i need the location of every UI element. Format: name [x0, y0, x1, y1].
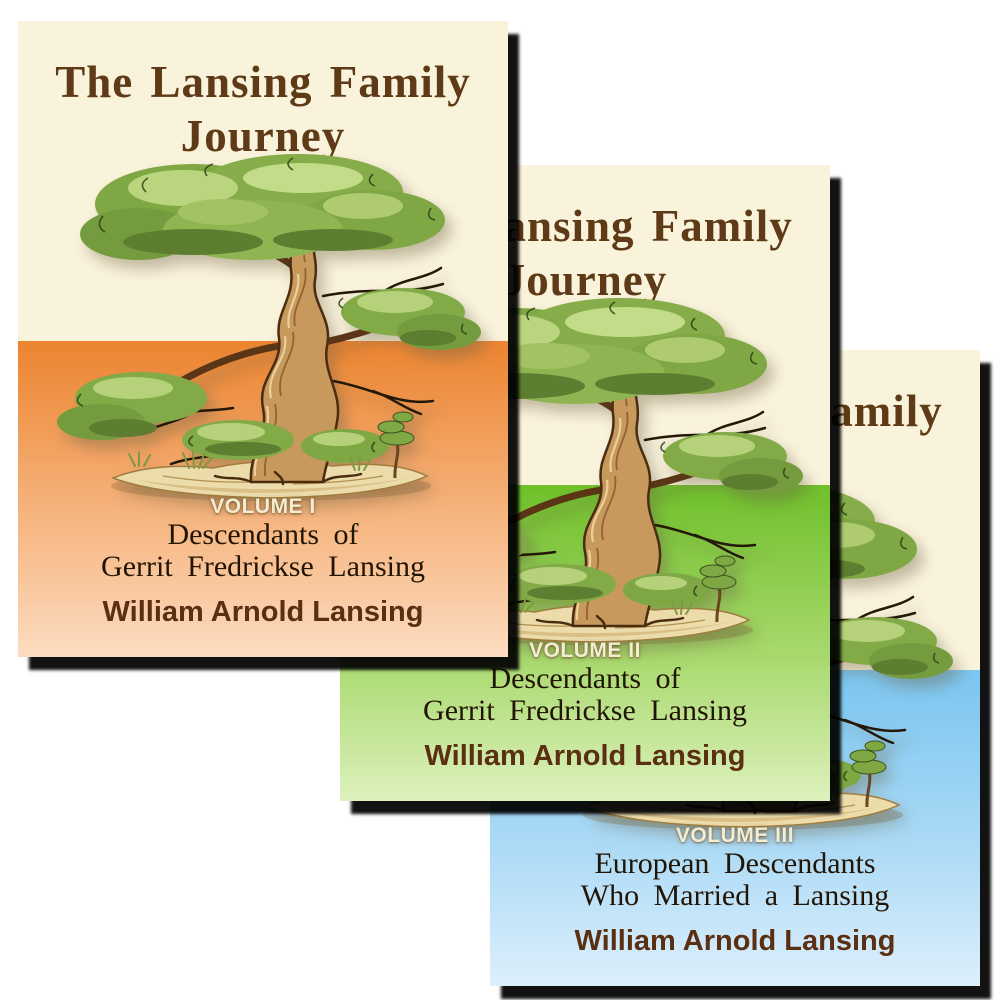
volume-label: VOLUME II [529, 639, 641, 662]
author-name: William Arnold Lansing [424, 740, 746, 772]
book-title: The Lansing Family Journey [18, 55, 508, 163]
subtitle-line-1: European Descendants [594, 847, 876, 880]
book-cover-volume-1: The Lansing Family Journey VOLUME I Desc… [18, 21, 508, 657]
volume-label: VOLUME III [675, 824, 795, 847]
book-title-line-1: The Lansing Family [55, 57, 471, 107]
cover-text-block: VOLUME II Descendants of Gerrit Fredrick… [340, 639, 830, 773]
subtitle-line-1: Descendants of [489, 662, 681, 695]
bonsai-tree-icon [43, 146, 483, 516]
author-name: William Arnold Lansing [102, 596, 424, 628]
book-title-line-2: Journey [180, 111, 346, 161]
subtitle-line-2: Who Married a Lansing [580, 879, 890, 912]
subtitle-line-1: Descendants of [167, 518, 359, 551]
cover-text-block: VOLUME I Descendants of Gerrit Fredricks… [18, 495, 508, 629]
book-title-line-2: Journey [502, 255, 668, 305]
cover-text-block: VOLUME III European Descendants Who Marr… [490, 824, 980, 958]
volume-label: VOLUME I [210, 495, 316, 518]
subtitle-line-2: Gerrit Fredrickse Lansing [423, 694, 747, 727]
subtitle-line-2: Gerrit Fredrickse Lansing [101, 550, 425, 583]
author-name: William Arnold Lansing [574, 925, 896, 957]
